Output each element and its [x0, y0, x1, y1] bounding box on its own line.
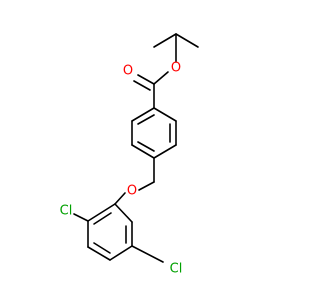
molecule-structure-diagram: O O O Cl Cl — [59, 33, 199, 277]
bond-ether-oxygen-to-ring — [114, 192, 126, 205]
ring1-inner-bond-2 — [137, 141, 155, 152]
bond-ring-to-chlorine-1 — [73, 213, 89, 222]
ring2-bond-1 — [114, 203, 133, 223]
ring1-bond-6 — [131, 107, 155, 122]
atom-label-ether-oxygen: O — [127, 184, 137, 199]
bond-carbonyl-double-b — [133, 80, 151, 91]
bond-isopropyl-right — [175, 33, 199, 48]
atom-label-chlorine-2: Cl — [170, 262, 183, 277]
atom-label-chlorine-1: Cl — [60, 204, 73, 219]
molecule-svg: O O O Cl Cl — [60, 33, 199, 277]
ring2-bond-6 — [87, 203, 116, 222]
ring1-bond-3 — [153, 144, 177, 159]
bond-ring-to-chlorine-2 — [131, 245, 164, 263]
atom-label-ester-carbonyl-oxygen: O — [123, 64, 133, 79]
ring1-bond-4 — [131, 144, 155, 159]
bond-methylene-to-ether-oxygen — [138, 181, 155, 191]
bond-carbonyl-double-a — [137, 74, 155, 85]
ring1-bond-1 — [153, 107, 177, 122]
ring2-inner-bond-2 — [93, 242, 111, 254]
bond-ester-oxygen-to-carbonyl-carbon — [153, 71, 169, 85]
ring1-inner-bond-3 — [137, 114, 155, 125]
ring2-bond-3 — [109, 245, 133, 261]
ring2-inner-bond-3 — [93, 212, 112, 225]
atom-label-ester-oxygen: O — [171, 61, 181, 76]
bond-isopropyl-left — [153, 33, 177, 48]
ring2-bond-4 — [87, 246, 111, 261]
